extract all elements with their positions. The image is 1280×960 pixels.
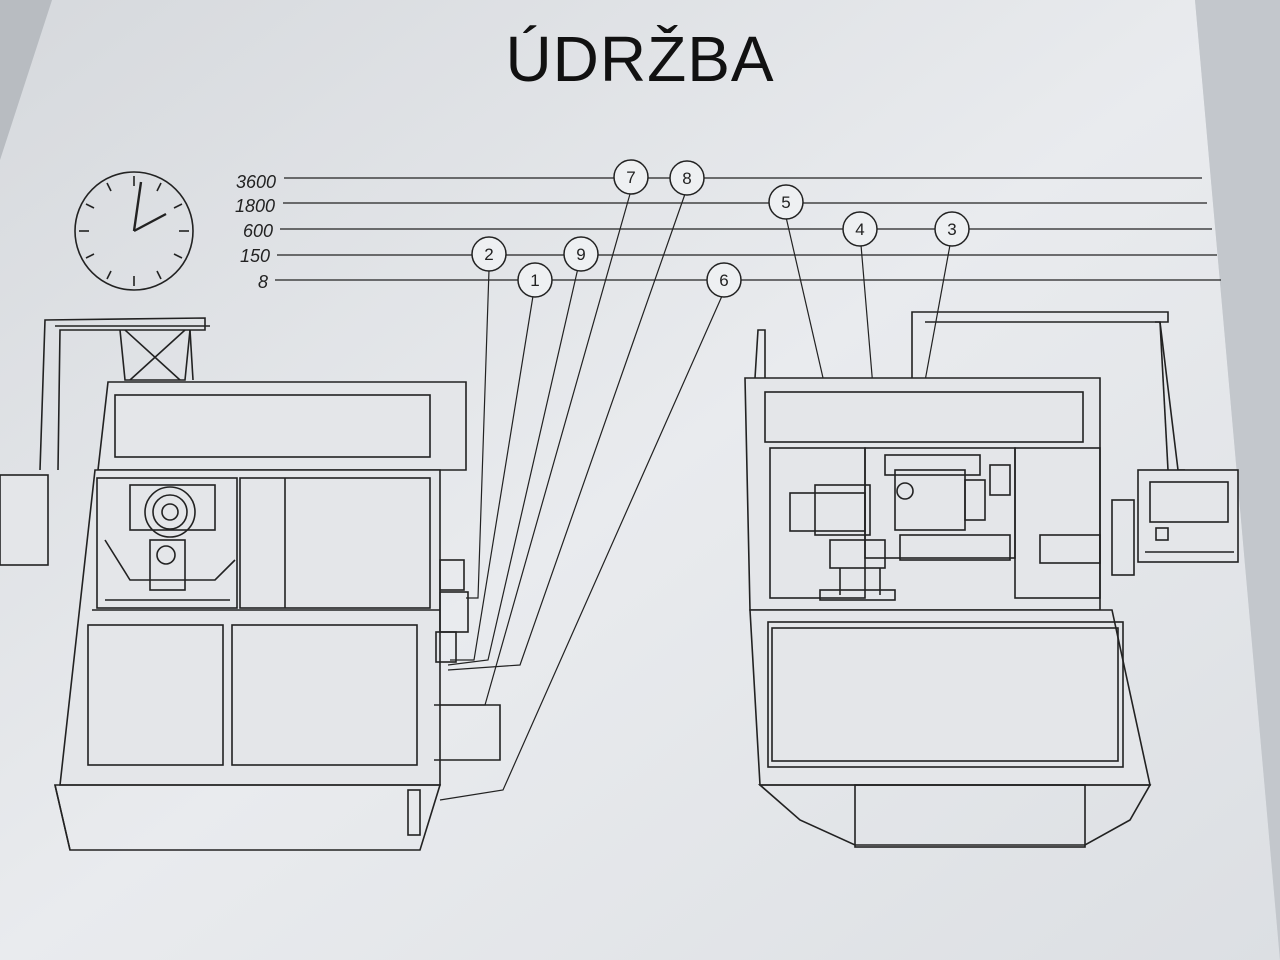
left-machine — [0, 317, 501, 851]
marker-6-label: 6 — [719, 271, 728, 290]
sheet-corner — [0, 0, 52, 160]
marker-3-label: 3 — [947, 220, 956, 239]
marker-1: 1 — [517, 262, 553, 298]
marker-8-label: 8 — [682, 169, 691, 188]
marker-4: 4 — [842, 211, 878, 247]
clock-icon — [74, 171, 194, 291]
page-title: ÚDRŽBA — [505, 23, 775, 95]
marker-1-label: 1 — [530, 271, 539, 290]
level-label-8: 8 — [258, 272, 268, 292]
marker-7-label: 7 — [626, 168, 635, 187]
right-housing-body — [749, 609, 1151, 786]
level-label-1800: 1800 — [235, 196, 275, 216]
interval-lines — [275, 177, 1221, 281]
right-control-panel — [1137, 469, 1239, 563]
marker-5: 5 — [768, 184, 804, 220]
marker-6: 6 — [706, 262, 742, 298]
left-housing-top — [97, 381, 467, 471]
marker-2: 2 — [471, 236, 507, 272]
left-housing-body — [59, 469, 441, 786]
control-screen — [1149, 481, 1229, 523]
right-housing-top — [744, 377, 1101, 611]
marker-7: 7 — [613, 159, 649, 195]
markers: 7 8 5 4 3 2 9 — [471, 159, 970, 298]
left-control-box — [0, 474, 49, 566]
marker-8: 8 — [669, 160, 705, 196]
marker-2-label: 2 — [484, 245, 493, 264]
marker-4-label: 4 — [855, 220, 864, 239]
marker-5-label: 5 — [781, 193, 790, 212]
level-label-3600: 3600 — [236, 172, 276, 192]
level-label-600: 600 — [243, 221, 273, 241]
right-machine — [744, 311, 1239, 848]
marker-9-label: 9 — [576, 245, 585, 264]
marker-9: 9 — [563, 236, 599, 272]
marker-3: 3 — [934, 211, 970, 247]
level-label-150: 150 — [240, 246, 270, 266]
